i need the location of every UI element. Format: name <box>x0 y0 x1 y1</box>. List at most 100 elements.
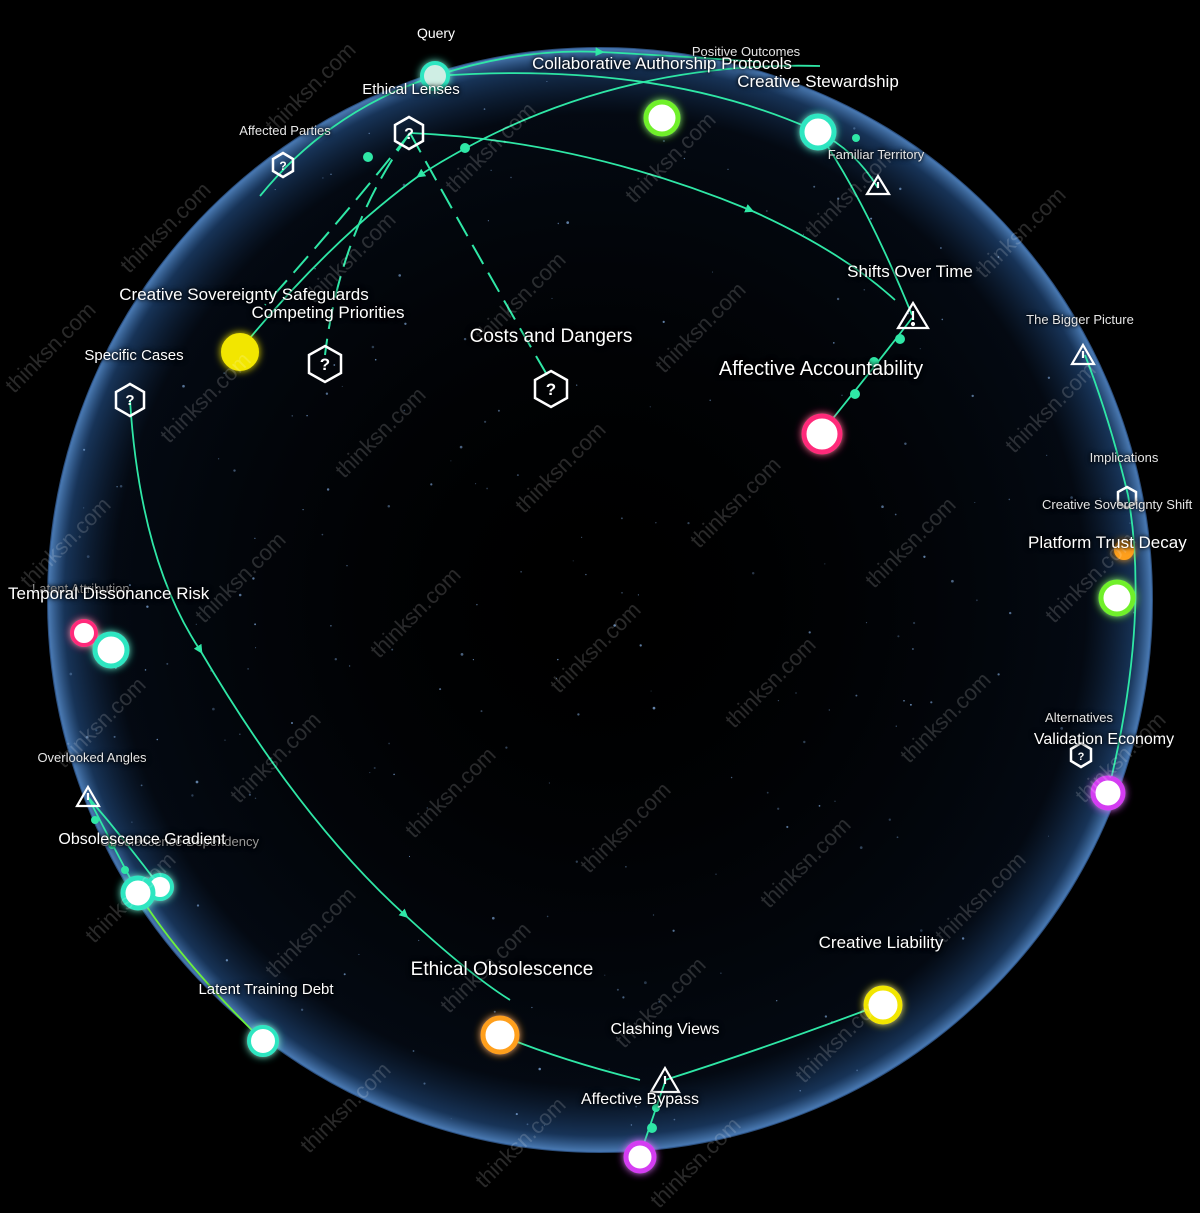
star <box>121 754 124 757</box>
warning-markers[interactable] <box>75 173 1096 1094</box>
question-markers[interactable]: ? ? ? ? ? ? <box>114 115 1138 769</box>
star <box>374 358 377 361</box>
star <box>538 1067 541 1071</box>
star <box>387 504 391 508</box>
ethical-obsolescence-node <box>480 1015 520 1055</box>
star <box>652 914 655 916</box>
star <box>870 217 873 220</box>
label-creative-sovereignty-shift[interactable]: Creative Sovereignty Shift <box>1042 497 1193 512</box>
star <box>1129 522 1131 524</box>
star <box>1047 376 1051 379</box>
star <box>225 959 229 962</box>
label-creative-stewardship[interactable]: Creative Stewardship <box>737 72 899 91</box>
label-ethical-obsolescence[interactable]: Ethical Obsolescence <box>410 959 594 980</box>
star <box>971 394 974 398</box>
label-alternatives[interactable]: Alternatives <box>1045 710 1113 725</box>
label-creative-liability[interactable]: Creative Liability <box>818 933 944 952</box>
label-obsolescence-dependency[interactable]: Obsolescence Dependency <box>100 834 259 849</box>
star <box>486 487 488 490</box>
star <box>557 658 559 661</box>
star <box>832 342 835 344</box>
star <box>487 220 489 222</box>
star <box>687 522 690 525</box>
obsolescence-gradient-node <box>120 875 156 911</box>
star <box>604 974 606 976</box>
star <box>803 740 806 744</box>
label-latent-training-debt[interactable]: Latent Training Debt <box>198 981 334 998</box>
label-positive-outcomes[interactable]: Positive Outcomes <box>691 44 801 59</box>
star <box>566 221 570 224</box>
star <box>727 168 729 170</box>
label-query[interactable]: Query <box>416 25 456 41</box>
label-affective-bypass[interactable]: Affective Bypass <box>581 1091 699 1108</box>
star <box>166 662 169 665</box>
svg-text:?: ? <box>404 126 414 143</box>
star <box>480 710 483 713</box>
star <box>997 673 1000 676</box>
star <box>321 533 324 536</box>
star <box>652 706 656 710</box>
label-shifts-over-time[interactable]: Shifts Over Time <box>847 262 973 281</box>
star <box>907 312 910 315</box>
star <box>751 571 755 575</box>
star <box>591 971 593 973</box>
star <box>1046 454 1048 456</box>
specific-cases-hex-icon: ? <box>114 382 146 418</box>
star <box>393 773 395 776</box>
star <box>894 513 897 516</box>
star <box>777 807 780 810</box>
star <box>371 345 375 349</box>
star <box>974 501 976 504</box>
star <box>923 555 926 558</box>
star <box>1099 497 1101 500</box>
star <box>836 297 840 301</box>
label-overlooked-angles[interactable]: Overlooked Angles <box>37 750 147 765</box>
star <box>326 488 330 491</box>
label-latent-attribution[interactable]: Latent Attribution <box>32 581 130 596</box>
label-ethical-lenses[interactable]: Ethical Lenses <box>362 81 460 98</box>
star <box>951 579 954 583</box>
label-competing-priorities[interactable]: Competing Priorities <box>251 303 405 322</box>
star <box>418 939 420 942</box>
star <box>491 916 495 920</box>
label-costs-and-dangers[interactable]: Costs and Dangers <box>469 326 633 347</box>
star <box>520 571 522 573</box>
label-affected-parties[interactable]: Affected Parties <box>239 123 331 138</box>
star <box>426 807 429 809</box>
star <box>941 318 944 321</box>
star <box>709 399 712 402</box>
affective-accountability-node <box>801 413 843 455</box>
label-bigger-picture[interactable]: The Bigger Picture <box>1026 312 1134 327</box>
star <box>766 791 769 794</box>
star <box>912 621 916 625</box>
label-clashing-views[interactable]: Clashing Views <box>610 1021 720 1038</box>
label-obsolescence-gradient[interactable]: Obsolescence Gradient <box>58 831 226 848</box>
edge-lenses-costs <box>409 132 551 381</box>
graph-nodes[interactable] <box>70 61 1136 1174</box>
star <box>613 624 616 627</box>
star <box>404 322 407 325</box>
label-temporal-dissonance-risk[interactable]: Temporal Dissonance Risk <box>8 584 210 603</box>
star <box>325 392 329 395</box>
label-validation-economy[interactable]: Validation Economy <box>1033 731 1175 748</box>
label-familiar-territory[interactable]: Familiar Territory <box>827 147 925 162</box>
label-implications[interactable]: Implications <box>1089 450 1159 465</box>
edge-lenses-shifts <box>409 132 896 301</box>
star <box>662 139 666 143</box>
edge-main-arc-top <box>239 64 821 351</box>
label-collaborative-authorship[interactable]: Collaborative Authorship Protocols <box>532 54 792 73</box>
label-creative-sovereignty-safeguards[interactable]: Creative Sovereignty Safeguards <box>119 285 369 304</box>
star <box>475 483 477 485</box>
ethical-lenses-hex-icon: ? <box>393 115 425 151</box>
label-specific-cases[interactable]: Specific Cases <box>84 347 184 364</box>
star <box>824 1015 828 1018</box>
star <box>859 846 863 849</box>
star <box>837 197 840 200</box>
star <box>483 420 487 423</box>
star <box>856 1069 858 1072</box>
star <box>343 973 346 976</box>
label-platform-trust-decay[interactable]: Platform Trust Decay <box>1028 533 1187 552</box>
label-affective-accountability[interactable]: Affective Accountability <box>718 358 924 380</box>
star <box>813 185 816 188</box>
